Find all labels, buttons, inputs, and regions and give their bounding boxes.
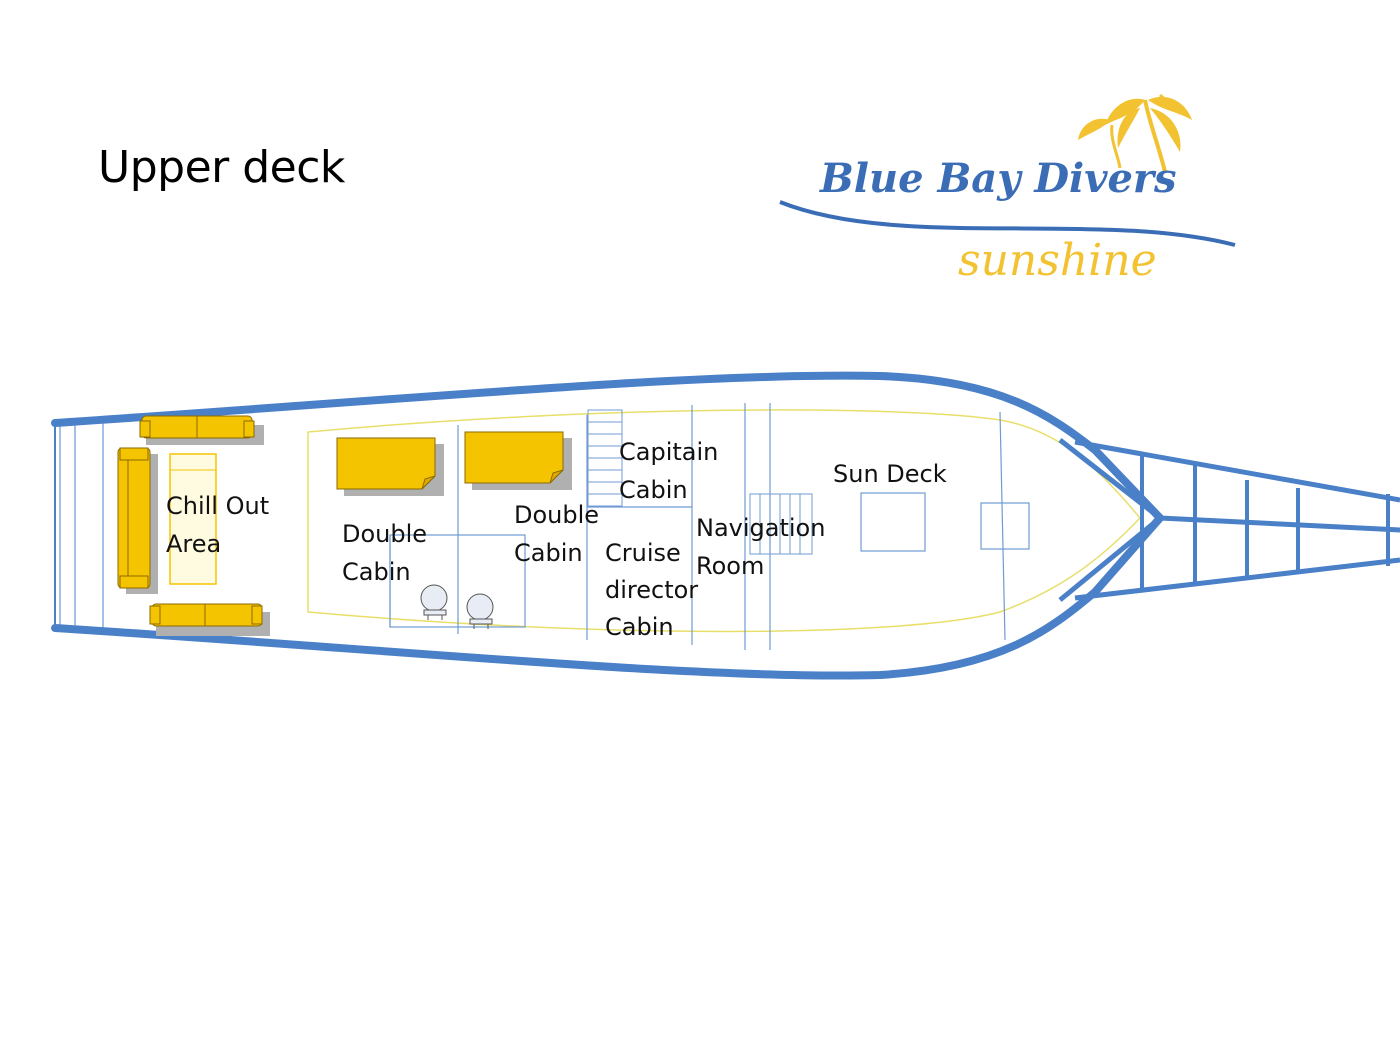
room-label-line: Chill Out — [166, 492, 269, 520]
room-label-line: director — [605, 576, 698, 604]
logo-tagline: sunshine — [958, 235, 1157, 286]
room-label-line: Cabin — [514, 539, 583, 567]
room-label-line: Cruise — [605, 539, 681, 567]
bowsprit — [1074, 439, 1400, 601]
room-label-line: Cabin — [619, 476, 688, 504]
deck-edge — [307, 409, 1142, 633]
room-label-line: Cabin — [605, 613, 674, 641]
bed-double-cabin-1 — [336, 437, 444, 496]
room-label-line: Navigation — [696, 514, 825, 542]
logo-name: Blue Bay Divers — [819, 155, 1177, 202]
sun-deck-hatch — [860, 492, 926, 552]
room-label-line: Capitain — [619, 438, 718, 466]
chair-icon — [420, 584, 448, 620]
room-label-line: Area — [166, 530, 221, 558]
bed-double-cabin-2 — [464, 431, 572, 490]
sofa-top — [139, 415, 255, 439]
room-label-line: Cabin — [342, 558, 411, 586]
hull — [51, 371, 1164, 680]
room-label-cruise-director-cabin: Cruise director Cabin — [605, 539, 698, 641]
room-label-double-cabin-1: Double Cabin — [342, 520, 427, 586]
chill-out-furniture — [117, 415, 270, 636]
sofa-left — [117, 447, 151, 589]
sofa-bottom — [149, 603, 263, 627]
stern-wall — [59, 420, 104, 632]
room-label-line: Double — [342, 520, 427, 548]
stairs-navigation — [749, 493, 813, 555]
palm-tree-icon — [1078, 93, 1192, 173]
room-label-navigation-room: Navigation Room — [696, 514, 825, 580]
room-label-capitain-cabin: Capitain Cabin — [619, 438, 718, 504]
chair-icon — [466, 593, 494, 629]
logo-wave — [779, 200, 1236, 247]
room-label-line: Sun Deck — [833, 460, 947, 488]
bow-hatch — [980, 502, 1030, 550]
room-label-double-cabin-2: Double Cabin — [514, 501, 599, 567]
room-label-sun-deck: Sun Deck — [833, 460, 947, 488]
room-label-chill-out: Chill Out Area — [166, 492, 269, 558]
stairs-upper — [587, 409, 623, 507]
coffee-table — [169, 453, 217, 585]
room-label-line: Double — [514, 501, 599, 529]
page-title: Upper deck — [98, 142, 345, 193]
room-label-line: Room — [696, 552, 764, 580]
bowsprit-rungs — [1140, 456, 1390, 588]
logo: Blue Bay Divers sunshine — [779, 93, 1236, 286]
